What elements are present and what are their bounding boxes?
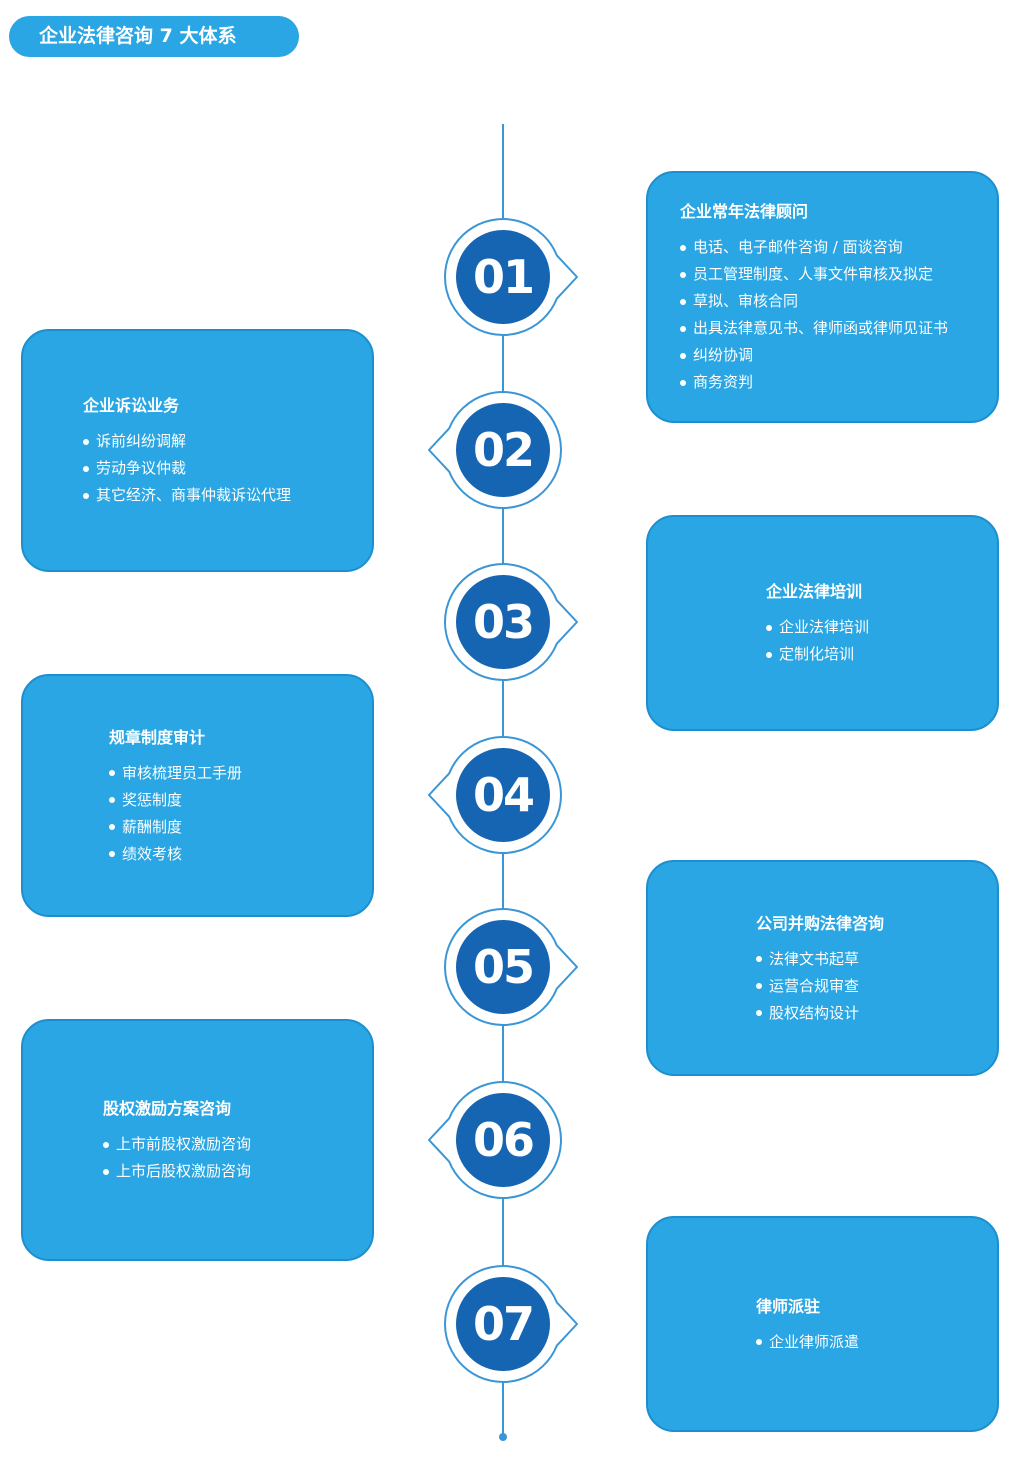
timeline-end-dot — [499, 1433, 507, 1441]
list-item: 审核梳理员工手册 — [109, 760, 242, 787]
bullet-icon — [680, 379, 686, 386]
bullet-icon — [756, 983, 762, 989]
step-number-05: 05 — [456, 920, 550, 1014]
list-item-label: 员工管理制度、人事文件审核及拟定 — [693, 265, 934, 283]
list-item-label: 其它经济、商事仲裁诉讼代理 — [96, 486, 292, 504]
list-item-label: 绩效考核 — [122, 844, 183, 863]
list-item: 其它经济、商事仲裁诉讼代理 — [83, 482, 291, 509]
system-title: 规章制度审计 — [109, 727, 206, 747]
list-item: 上市前股权激励咨询 — [103, 1131, 251, 1158]
system-card-01: 企业常年法律顾问 电话、电子邮件咨询 / 面谈咨询 员工管理制度、人事文件审核及… — [646, 171, 999, 423]
bullet-icon — [109, 824, 115, 830]
system-item-list: 电话、电子邮件咨询 / 面谈咨询 员工管理制度、人事文件审核及拟定 草拟、审核合… — [680, 234, 948, 396]
list-item: 出具法律意见书、律师函或律师见证书 — [680, 315, 948, 342]
bullet-icon — [109, 797, 115, 803]
bullet-icon — [680, 271, 686, 278]
bullet-icon — [756, 1010, 762, 1016]
list-item: 股权结构设计 — [756, 1000, 884, 1027]
list-item-label: 上市前股权激励咨询 — [116, 1135, 252, 1153]
list-item: 法律文书起草 — [756, 946, 884, 973]
list-item: 上市后股权激励咨询 — [103, 1158, 251, 1185]
step-number-02: 02 — [456, 403, 550, 497]
page-title: 企业法律咨询 7 大体系 — [9, 16, 299, 57]
list-item-label: 股权结构设计 — [769, 1003, 860, 1022]
system-card-03: 企业法律培训 企业法律培训 定制化培训 — [646, 515, 999, 731]
bullet-icon — [756, 1339, 762, 1345]
list-item-label: 劳动争议仲裁 — [96, 459, 187, 477]
system-item-list: 企业律师派遣 — [756, 1329, 859, 1356]
list-item-label: 诉前纠纷调解 — [96, 432, 187, 450]
bullet-icon — [680, 244, 686, 251]
bullet-icon — [766, 651, 772, 658]
bullet-icon — [103, 1168, 109, 1175]
list-item-label: 上市后股权激励咨询 — [116, 1162, 252, 1180]
system-title: 股权激励方案咨询 — [103, 1099, 232, 1118]
system-card-06: 股权激励方案咨询 上市前股权激励咨询 上市后股权激励咨询 — [21, 1019, 374, 1261]
system-title: 公司并购法律咨询 — [756, 913, 885, 933]
bullet-icon — [680, 325, 686, 332]
list-item: 纠纷协调 — [680, 342, 948, 369]
list-item-label: 审核梳理员工手册 — [122, 763, 243, 782]
step-number-06: 06 — [456, 1093, 550, 1187]
bullet-icon — [756, 956, 762, 962]
bullet-icon — [680, 298, 686, 305]
list-item: 员工管理制度、人事文件审核及拟定 — [680, 261, 948, 288]
list-item-label: 电话、电子邮件咨询 / 面谈咨询 — [693, 238, 903, 256]
step-number-03: 03 — [456, 575, 550, 669]
system-item-list: 诉前纠纷调解 劳动争议仲裁 其它经济、商事仲裁诉讼代理 — [83, 428, 291, 509]
list-item-label: 企业法律培训 — [779, 618, 870, 636]
list-item-label: 薪酬制度 — [122, 817, 183, 836]
list-item: 电话、电子邮件咨询 / 面谈咨询 — [680, 234, 948, 261]
system-item-list: 企业法律培训 定制化培训 — [766, 614, 869, 668]
list-item-label: 奖惩制度 — [122, 790, 183, 809]
list-item-label: 运营合规审查 — [769, 976, 860, 995]
list-item: 草拟、审核合同 — [680, 288, 948, 315]
bullet-icon — [103, 1141, 109, 1148]
list-item: 绩效考核 — [109, 841, 242, 868]
list-item: 奖惩制度 — [109, 787, 242, 814]
bullet-icon — [766, 624, 772, 631]
step-number-04: 04 — [456, 748, 550, 842]
list-item: 劳动争议仲裁 — [83, 455, 291, 482]
bullet-icon — [83, 438, 89, 445]
list-item: 运营合规审查 — [756, 973, 884, 1000]
bullet-icon — [109, 770, 115, 776]
system-item-list: 审核梳理员工手册 奖惩制度 薪酬制度 绩效考核 — [109, 760, 242, 868]
system-title: 律师派驻 — [756, 1296, 821, 1316]
list-item: 企业法律培训 — [766, 614, 869, 641]
bullet-icon — [83, 492, 89, 499]
system-card-05: 公司并购法律咨询 法律文书起草 运营合规审查 股权结构设计 — [646, 860, 999, 1076]
list-item-label: 出具法律意见书、律师函或律师见证书 — [693, 319, 949, 337]
list-item-label: 定制化培训 — [779, 645, 855, 663]
step-number-07: 07 — [456, 1277, 550, 1371]
step-number-01: 01 — [456, 230, 550, 324]
list-item: 商务资判 — [680, 369, 948, 396]
list-item-label: 纠纷协调 — [693, 346, 754, 364]
bullet-icon — [680, 352, 686, 359]
list-item: 薪酬制度 — [109, 814, 242, 841]
list-item-label: 商务资判 — [693, 373, 754, 391]
system-item-list: 上市前股权激励咨询 上市后股权激励咨询 — [103, 1131, 251, 1185]
system-title: 企业诉讼业务 — [83, 396, 180, 415]
list-item-label: 法律文书起草 — [769, 949, 860, 968]
bullet-icon — [83, 465, 89, 472]
bullet-icon — [109, 851, 115, 857]
system-card-07: 律师派驻 企业律师派遣 — [646, 1216, 999, 1432]
system-title: 企业法律培训 — [766, 582, 863, 601]
list-item-label: 企业律师派遣 — [769, 1332, 860, 1351]
list-item: 企业律师派遣 — [756, 1329, 859, 1356]
list-item: 定制化培训 — [766, 641, 869, 668]
system-card-04: 规章制度审计 审核梳理员工手册 奖惩制度 薪酬制度 绩效考核 — [21, 674, 374, 917]
system-card-02: 企业诉讼业务 诉前纠纷调解 劳动争议仲裁 其它经济、商事仲裁诉讼代理 — [21, 329, 374, 572]
system-item-list: 法律文书起草 运营合规审查 股权结构设计 — [756, 946, 884, 1027]
list-item: 诉前纠纷调解 — [83, 428, 291, 455]
system-title: 企业常年法律顾问 — [680, 202, 809, 221]
list-item-label: 草拟、审核合同 — [693, 292, 799, 310]
